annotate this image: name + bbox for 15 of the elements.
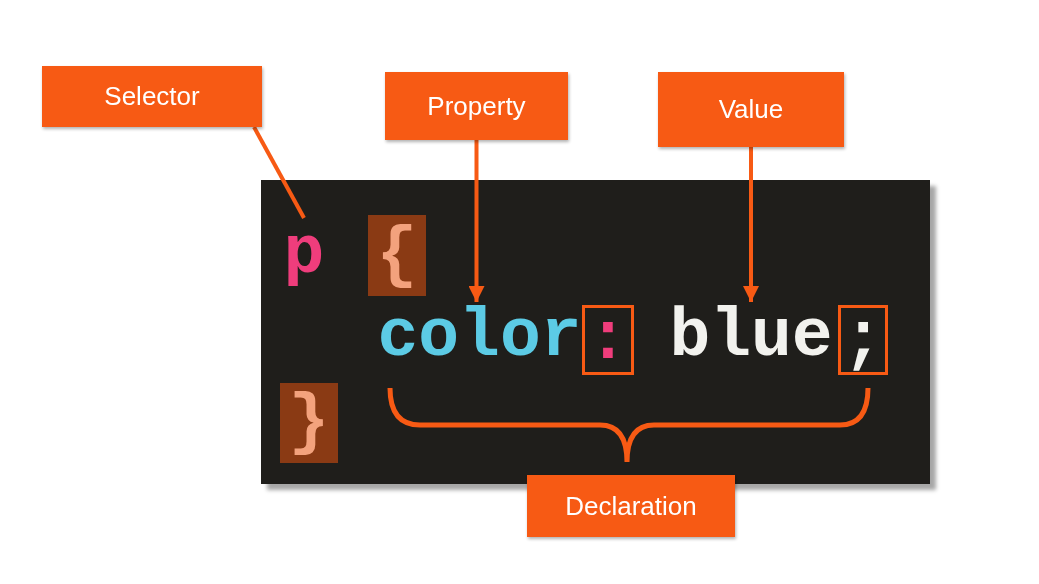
code-text: blue — [666, 302, 836, 372]
callout-label: Declaration — [527, 475, 735, 537]
code-text: } — [280, 383, 338, 463]
arrow — [468, 140, 485, 302]
callout-label: Selector — [42, 66, 262, 127]
callout-label: Property — [385, 72, 568, 140]
code-panel — [261, 180, 930, 484]
code-text: ; — [838, 305, 888, 375]
callout-label: Value — [658, 72, 844, 147]
code-text: { — [368, 215, 426, 296]
code-text: : — [582, 305, 634, 375]
arrow — [743, 147, 759, 302]
code-text: color — [377, 302, 582, 372]
code-text: p — [283, 218, 325, 290]
leader-line — [252, 126, 306, 219]
